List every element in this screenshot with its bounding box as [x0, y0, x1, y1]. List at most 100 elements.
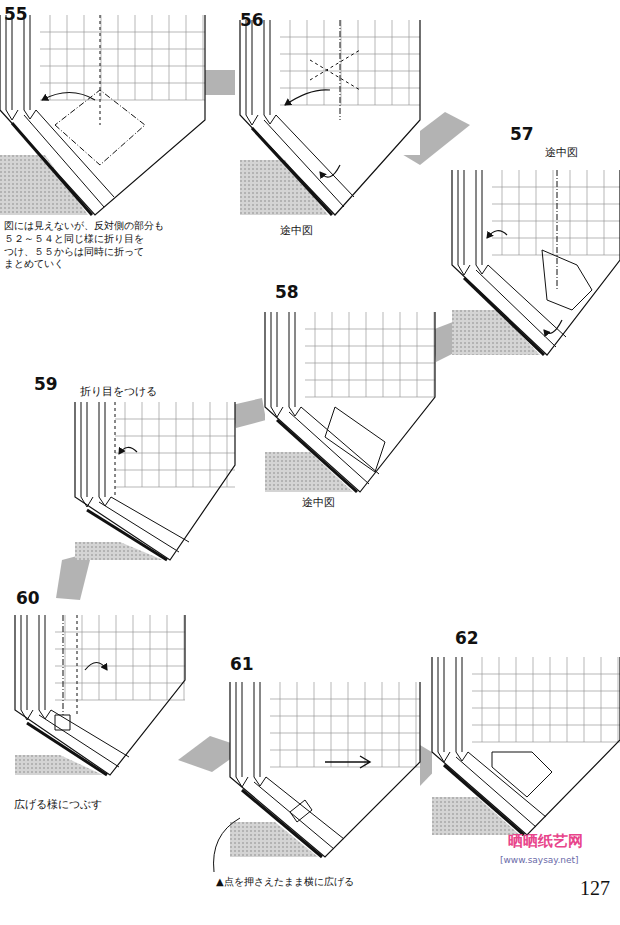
thick-edge: [242, 790, 322, 857]
step-number: 56: [240, 10, 264, 30]
band-line: [266, 777, 344, 839]
mountain-fold: [557, 170, 558, 290]
pleat-line: [246, 20, 247, 115]
grid-line: [492, 238, 620, 239]
caption: 折り目をつける: [80, 385, 157, 398]
grid-line: [331, 682, 332, 767]
grid-line: [55, 666, 185, 667]
fold-arrow: [544, 320, 562, 333]
step-figure: [15, 615, 185, 775]
grid-line: [375, 20, 376, 105]
grid-line: [434, 312, 435, 397]
grid-line: [99, 615, 100, 700]
grid-line: [40, 100, 205, 101]
band-line: [276, 115, 354, 197]
thick-edge: [12, 123, 92, 215]
grid-line: [315, 312, 316, 397]
grid-line: [115, 419, 235, 420]
fold-arrow: [42, 93, 95, 101]
step-figure: [240, 20, 420, 215]
grid-line: [186, 15, 187, 100]
grid-line: [392, 20, 393, 105]
grid-line: [305, 329, 435, 330]
band-line: [476, 270, 556, 347]
paper-edge: [15, 615, 185, 775]
valley-fold: [115, 402, 116, 497]
pleat-line: [99, 402, 100, 497]
thick-edge: [464, 278, 544, 355]
pleat-line: [289, 312, 290, 407]
pleat-line: [270, 20, 271, 115]
grid-line: [618, 657, 619, 742]
paper: [230, 682, 420, 797]
grid-line: [472, 742, 620, 743]
step-number: 59: [34, 374, 58, 394]
grid-line: [492, 221, 620, 222]
grid-line: [270, 750, 420, 751]
pleat-line: [12, 15, 13, 110]
grid-line: [550, 657, 551, 742]
grid-line: [570, 170, 571, 255]
page-number: 127: [580, 876, 610, 900]
grid-line: [169, 15, 170, 100]
transition-band: [205, 70, 235, 95]
step-figure: [0, 15, 205, 215]
transition-band: [232, 398, 266, 428]
caption: 途中図: [302, 496, 335, 509]
grid-line: [519, 170, 520, 255]
grid-line: [383, 312, 384, 397]
grid-line: [116, 615, 117, 700]
step-figure: [230, 682, 420, 857]
grid-line: [55, 632, 185, 633]
grid-line: [40, 49, 205, 50]
band-line: [488, 265, 566, 337]
caption: ▲点を押さえたまま横に広げる: [216, 876, 354, 888]
grid-line: [305, 380, 435, 381]
paper: [432, 657, 620, 775]
spread-arrow: [325, 756, 370, 768]
collapsed-flap: [542, 250, 592, 310]
grid-line: [492, 255, 620, 256]
grid-line: [533, 657, 534, 742]
step-figure: [432, 657, 620, 835]
grid-line: [270, 716, 420, 717]
grid-line: [280, 105, 420, 106]
grid-line: [305, 397, 435, 398]
grid-line: [567, 657, 568, 742]
grid-line: [67, 15, 68, 100]
pleat-line: [45, 615, 46, 710]
thick-edge: [27, 723, 107, 775]
step-figure: [452, 170, 620, 355]
grid-line: [601, 657, 602, 742]
grid-line: [307, 20, 308, 105]
pleat-line: [6, 15, 7, 110]
paper: [75, 402, 235, 500]
step-number: 62: [455, 628, 479, 648]
grid-line: [152, 15, 153, 100]
pleat-point: [236, 777, 266, 787]
grid-line: [101, 15, 102, 100]
thick-edge: [277, 420, 357, 492]
band-line: [51, 710, 129, 757]
pleat-line: [87, 402, 88, 497]
grid-line: [280, 71, 420, 72]
step-number: 57: [510, 124, 534, 144]
pleat-line: [242, 682, 243, 777]
grid-line: [417, 312, 418, 397]
paper-edge: [75, 402, 235, 560]
band-line: [24, 115, 104, 207]
paper-edge: [432, 657, 620, 835]
paper-edge: [452, 170, 620, 355]
band-line: [254, 782, 334, 849]
grid-line: [115, 436, 235, 437]
pleat-point: [6, 110, 36, 120]
grid-line: [159, 402, 160, 487]
pleat-line: [476, 170, 477, 265]
band-line: [99, 502, 179, 552]
grid-line: [203, 15, 204, 100]
mountain-fold: [55, 90, 145, 165]
grid-line: [472, 708, 620, 709]
grid-line: [270, 699, 420, 700]
pleat-line: [254, 682, 255, 777]
spread-flap: [492, 752, 552, 797]
